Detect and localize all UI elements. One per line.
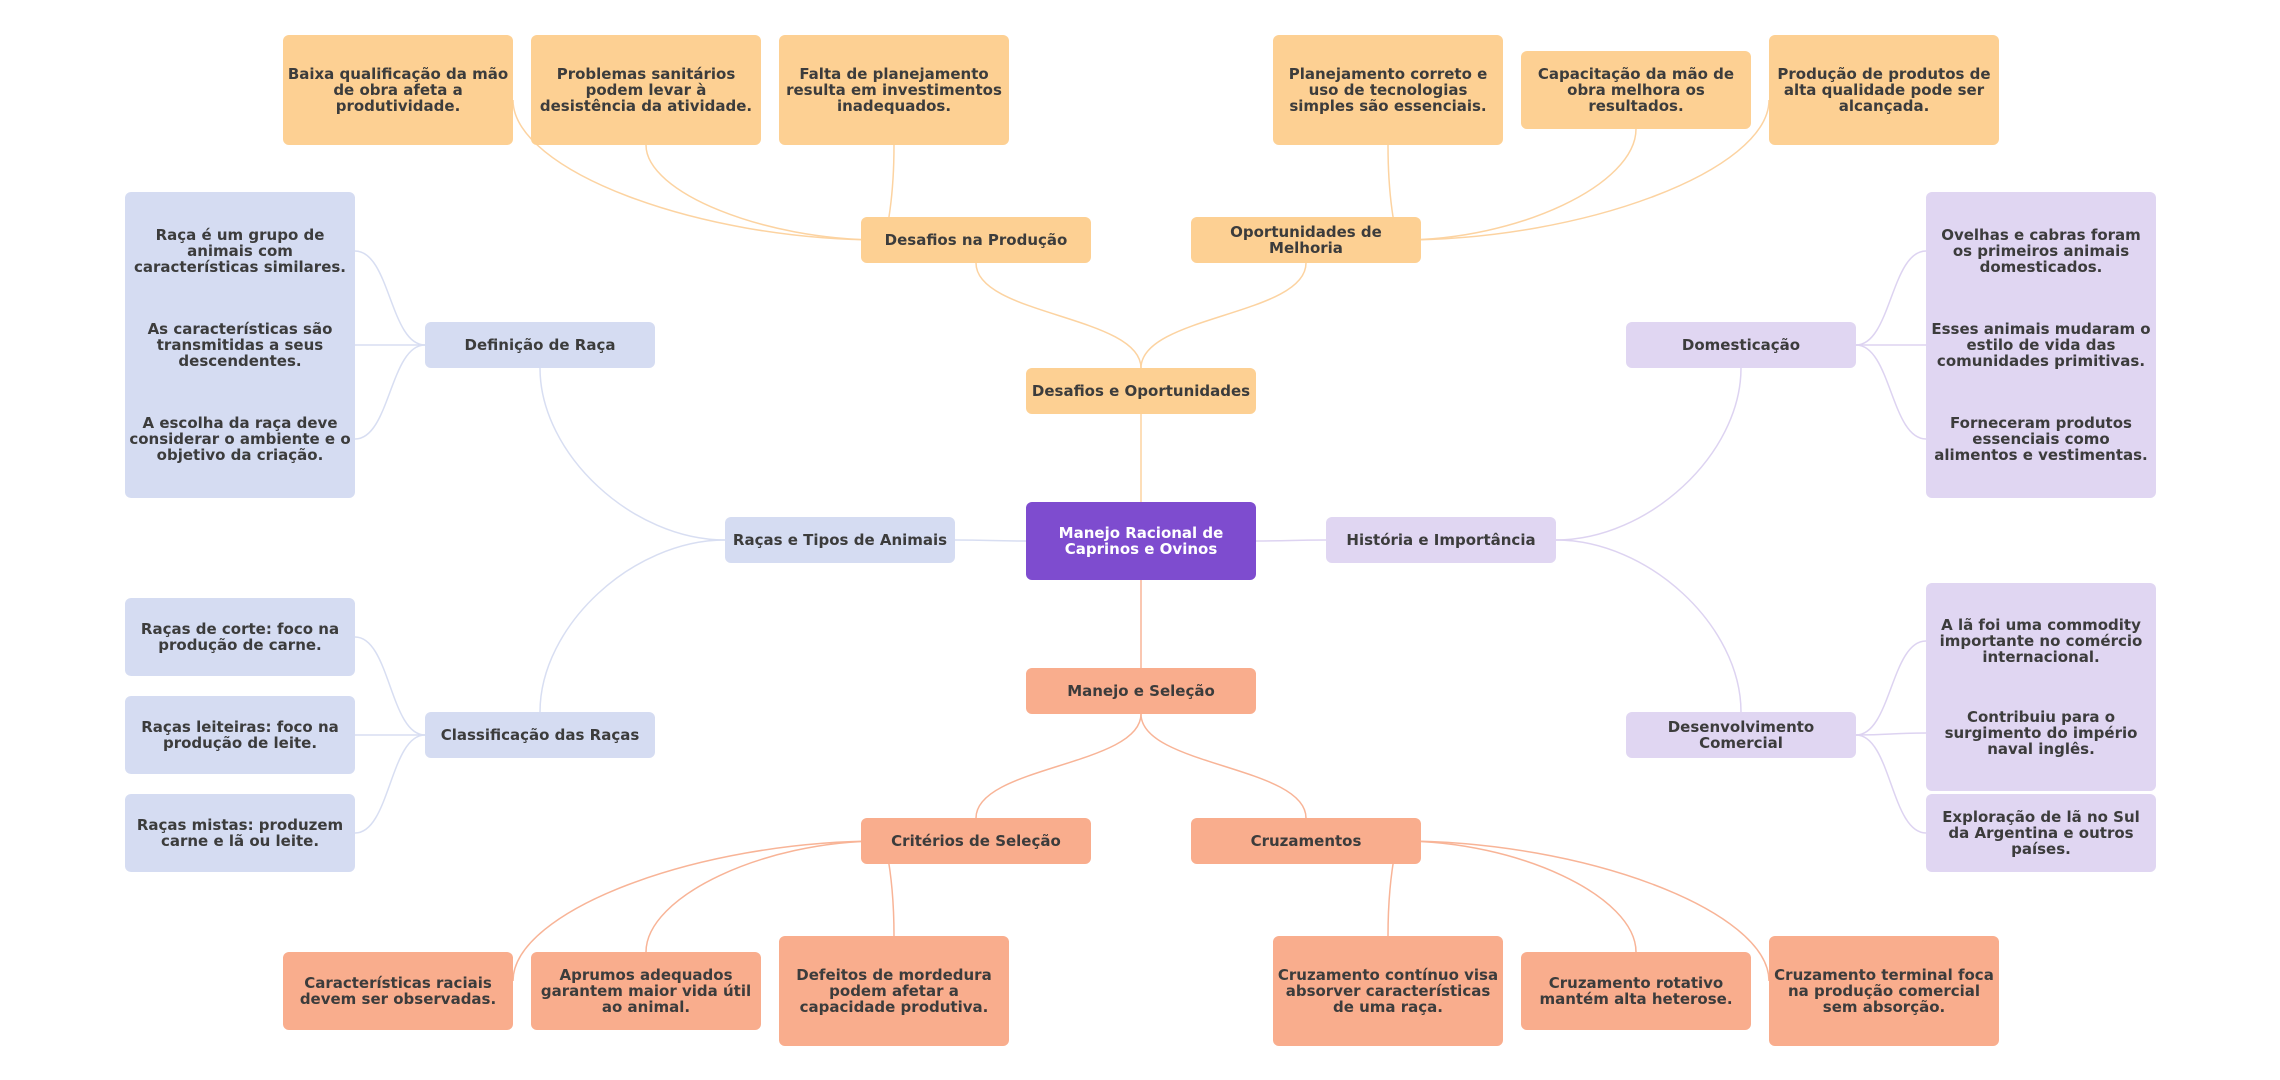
connector-line bbox=[645, 144, 882, 241]
connector-line bbox=[1140, 262, 1307, 369]
leaf-group-comercial: A lã foi uma commodity importante no com… bbox=[1926, 583, 2156, 791]
connector-line bbox=[975, 713, 1142, 819]
connector-line bbox=[354, 344, 426, 440]
branch-manejo-selecao[interactable]: Manejo e Seleção bbox=[1026, 668, 1256, 714]
connector-line bbox=[354, 636, 426, 736]
connector-line bbox=[1140, 713, 1307, 819]
connector-line bbox=[1855, 250, 1927, 346]
leaf-node[interactable]: Cruzamento contínuo visa absorver caract… bbox=[1273, 936, 1503, 1046]
connector-line bbox=[1855, 640, 1927, 736]
leaf-node[interactable]: Baixa qualificação da mão de obra afeta … bbox=[283, 35, 513, 145]
subbranch-desafios-producao[interactable]: Desafios na Produção bbox=[861, 217, 1091, 263]
leaf-node[interactable]: Raças leiteiras: foco na produção de lei… bbox=[125, 696, 355, 774]
leaf-node[interactable]: Contribuiu para o surgimento do império … bbox=[1944, 708, 2138, 758]
connector-line bbox=[1555, 367, 1742, 541]
leaf-node[interactable]: Falta de planejamento resulta em investi… bbox=[779, 35, 1009, 145]
leaf-node[interactable]: Cruzamento terminal foca na produção com… bbox=[1769, 936, 1999, 1046]
subbranch-criterios-selecao[interactable]: Critérios de Seleção bbox=[861, 818, 1091, 864]
leaf-node[interactable]: Defeitos de mordedura podem afetar a cap… bbox=[779, 936, 1009, 1046]
leaf-group-domesticacao: Ovelhas e cabras foram os primeiros anim… bbox=[1926, 192, 2156, 498]
leaf-node[interactable]: A lã foi uma commodity importante no com… bbox=[1939, 616, 2143, 666]
leaf-node[interactable]: Raça é um grupo de animais com caracterí… bbox=[133, 226, 346, 276]
leaf-group-definicao: Raça é um grupo de animais com caracterí… bbox=[125, 192, 355, 498]
connector-line bbox=[1255, 539, 1327, 542]
branch-racas-tipos[interactable]: Raças e Tipos de Animais bbox=[725, 517, 955, 563]
subbranch-classificacao-racas[interactable]: Classificação das Raças bbox=[425, 712, 655, 758]
subbranch-oportunidades-melhoria[interactable]: Oportunidades de Melhoria bbox=[1191, 217, 1421, 263]
leaf-node[interactable]: Aprumos adequados garantem maior vida út… bbox=[531, 952, 761, 1030]
leaf-node[interactable]: Cruzamento rotativo mantém alta heterose… bbox=[1521, 952, 1751, 1030]
connector-line bbox=[1400, 128, 1637, 241]
leaf-node[interactable]: Ovelhas e cabras foram os primeiros anim… bbox=[1941, 226, 2141, 276]
leaf-node[interactable]: Capacitação da mão de obra melhora os re… bbox=[1521, 51, 1751, 129]
connector-line bbox=[954, 539, 1027, 542]
leaf-node[interactable]: A escolha da raça deve considerar o ambi… bbox=[129, 414, 351, 464]
leaf-node[interactable]: Raças de corte: foco na produção de carn… bbox=[125, 598, 355, 676]
subbranch-domesticacao[interactable]: Domesticação bbox=[1626, 322, 1856, 368]
connector-line bbox=[1555, 539, 1742, 713]
leaf-node[interactable]: Raças mistas: produzem carne e lã ou lei… bbox=[125, 794, 355, 872]
leaf-node[interactable]: Planejamento correto e uso de tecnologia… bbox=[1273, 35, 1503, 145]
leaf-node[interactable]: Características raciais devem ser observ… bbox=[283, 952, 513, 1030]
branch-historia-importancia[interactable]: História e Importância bbox=[1326, 517, 1556, 563]
leaf-node[interactable]: Forneceram produtos essenciais como alim… bbox=[1934, 414, 2148, 464]
subbranch-desenvolvimento-comercial[interactable]: Desenvolvimento Comercial bbox=[1626, 712, 1856, 758]
connector-line bbox=[975, 262, 1142, 369]
connector-line bbox=[539, 367, 726, 541]
connector-line bbox=[539, 539, 726, 713]
connector-line bbox=[1855, 734, 1927, 834]
subbranch-definicao-raca[interactable]: Definição de Raça bbox=[425, 322, 655, 368]
leaf-node[interactable]: Problemas sanitários podem levar à desis… bbox=[531, 35, 761, 145]
connector-line bbox=[1855, 732, 1927, 736]
leaf-node[interactable]: Exploração de lã no Sul da Argentina e o… bbox=[1926, 794, 2156, 872]
connector-line bbox=[354, 734, 426, 834]
branch-desafios-oportunidades[interactable]: Desafios e Oportunidades bbox=[1026, 368, 1256, 414]
leaf-node[interactable]: As características são transmitidas a se… bbox=[147, 320, 333, 370]
subbranch-cruzamentos[interactable]: Cruzamentos bbox=[1191, 818, 1421, 864]
connector-line bbox=[354, 250, 426, 346]
leaf-node[interactable]: Esses animais mudaram o estilo de vida d… bbox=[1931, 320, 2151, 370]
connector-line bbox=[1855, 344, 1927, 440]
leaf-node[interactable]: Produção de produtos de alta qualidade p… bbox=[1769, 35, 1999, 145]
root-node[interactable]: Manejo Racional de Caprinos e Ovinos bbox=[1026, 502, 1256, 580]
